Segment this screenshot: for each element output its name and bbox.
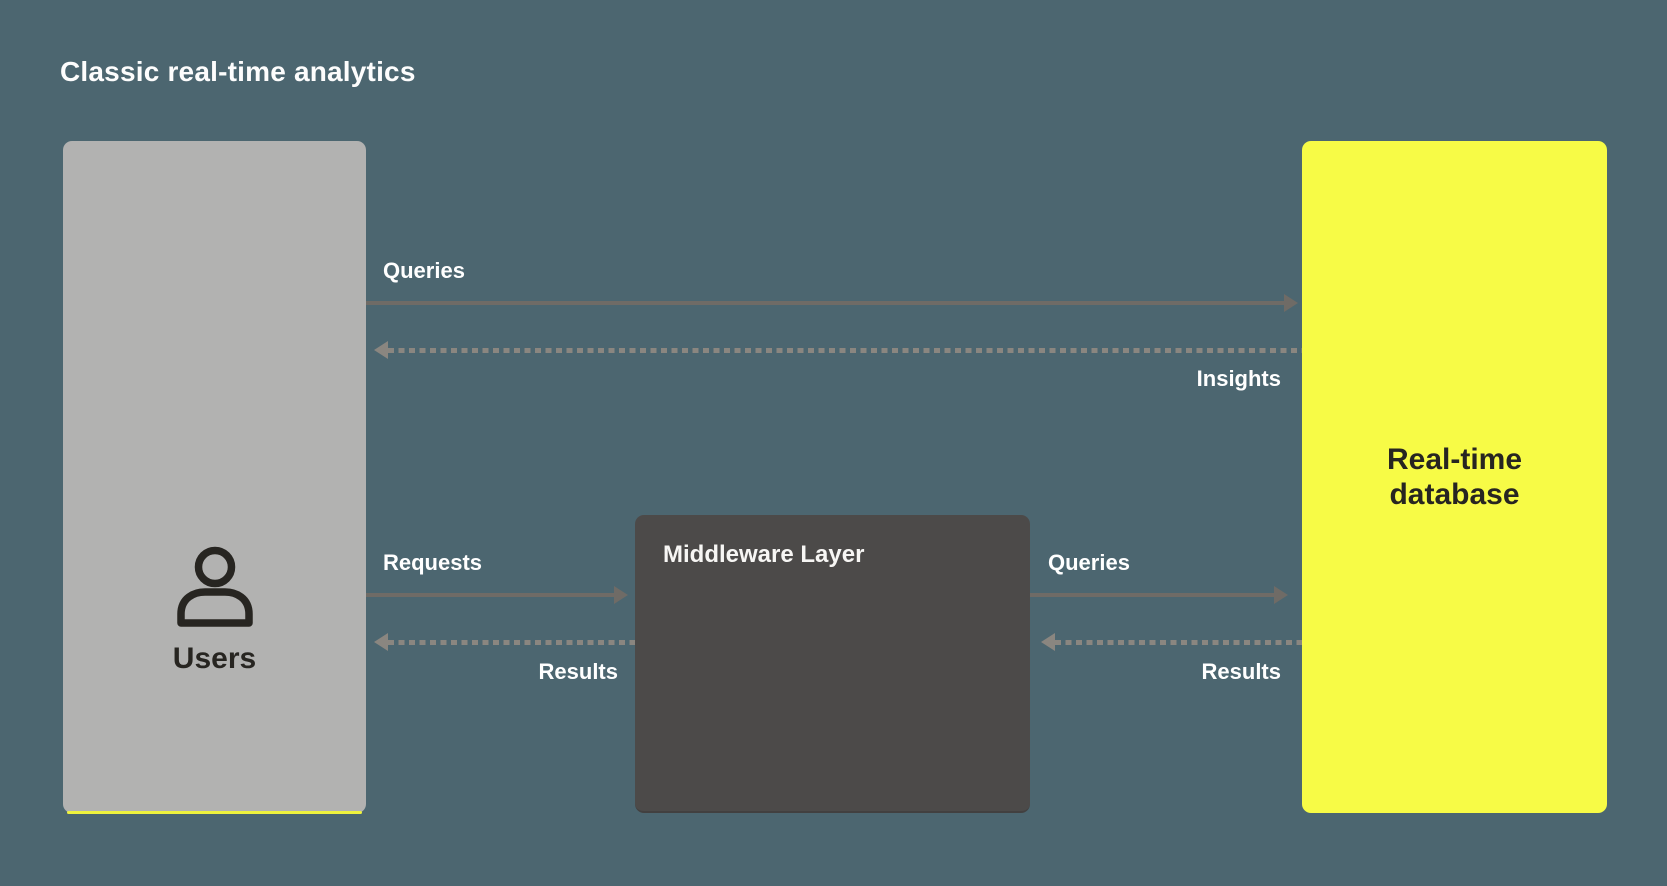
edge-queries-right-arrowhead-icon	[1274, 586, 1288, 604]
edge-queries-right-label: Queries	[1048, 550, 1130, 575]
node-users: Users	[63, 141, 366, 813]
edge-requests-arrowhead-icon	[614, 586, 628, 604]
edge-queries-top-label: Queries	[383, 258, 465, 283]
edge-insights-label: Insights	[1196, 366, 1281, 391]
person-icon	[176, 546, 253, 627]
edge-results-left-line	[388, 640, 635, 645]
node-database: Real-time database	[1302, 141, 1607, 813]
node-middleware: Middleware Layer	[635, 515, 1030, 813]
node-middleware-label: Middleware Layer	[663, 541, 865, 568]
node-database-label: Real-time database	[1386, 443, 1523, 511]
edge-insights-line	[388, 348, 1302, 353]
edge-requests-label: Requests	[383, 550, 483, 575]
node-users-label: Users	[172, 642, 257, 675]
diagram-title: Classic real-time analytics	[60, 56, 416, 87]
users-box-accent-line	[67, 811, 362, 814]
edge-results-right-label: Results	[1201, 659, 1281, 684]
node-users-content: Users	[63, 546, 366, 676]
edge-results-right-line	[1055, 640, 1302, 645]
edge-queries-top-arrowhead-icon	[1284, 294, 1298, 312]
edge-queries-right-line	[1030, 593, 1275, 597]
edge-results-right-arrowhead-icon	[1041, 633, 1055, 651]
edge-insights-arrowhead-icon	[374, 341, 388, 359]
edge-requests-line	[366, 593, 615, 597]
edge-results-left-label: Results	[538, 659, 618, 684]
edge-results-left-arrowhead-icon	[374, 633, 388, 651]
edge-queries-top-line	[366, 301, 1285, 305]
